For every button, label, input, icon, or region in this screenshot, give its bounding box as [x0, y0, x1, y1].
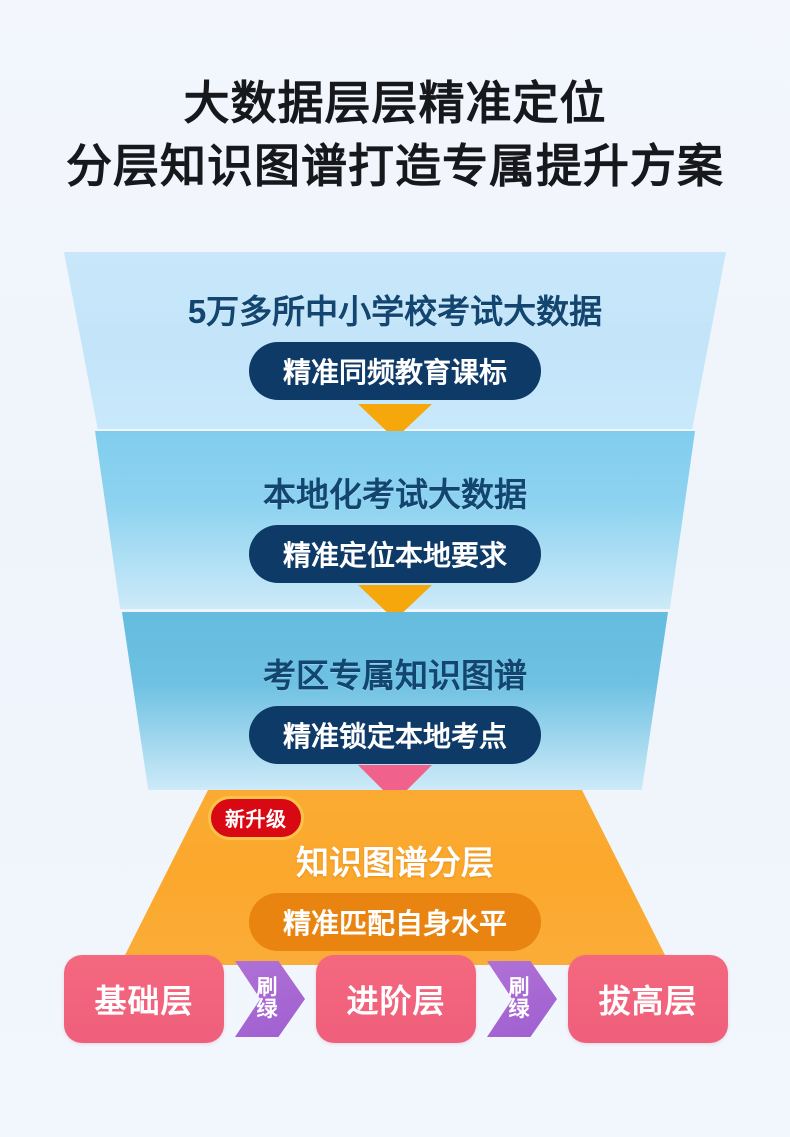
headline-line-2: 分层知识图谱打造专属提升方案	[66, 139, 724, 192]
funnel-layer-4: 新升级 知识图谱分层 精准匹配自身水平	[120, 790, 670, 965]
funnel-layer-1: 5万多所中小学校考试大数据 精准同频教育课标	[64, 252, 726, 429]
level-arrow-2-label: 刷绿	[508, 976, 530, 1021]
level-card-advanced[interactable]: 进阶层	[316, 955, 476, 1043]
level-card-elite[interactable]: 拔高层	[568, 955, 728, 1043]
level-arrow-1: 刷绿	[227, 955, 313, 1043]
level-cards-row: 基础层 刷绿 进阶层 刷绿 拔高层	[64, 955, 728, 1043]
level-card-basic[interactable]: 基础层	[64, 955, 224, 1043]
funnel-layer-2-pill: 精准定位本地要求	[248, 525, 541, 583]
new-upgrade-badge: 新升级	[208, 796, 304, 840]
funnel-layer-4-title: 知识图谱分层	[296, 844, 494, 881]
funnel-layer-2-title: 本地化考试大数据	[263, 476, 527, 513]
funnel-layer-2: 本地化考试大数据 精准定位本地要求	[95, 431, 695, 609]
funnel-layer-3: 考区专属知识图谱 精准锁定本地考点	[122, 612, 668, 790]
level-arrow-1-label: 刷绿	[256, 976, 278, 1021]
level-arrow-2: 刷绿	[479, 955, 565, 1043]
funnel-layer-1-title: 5万多所中小学校考试大数据	[187, 293, 603, 330]
funnel-layer-3-pill: 精准锁定本地考点	[248, 706, 541, 764]
funnel-layer-1-pill: 精准同频教育课标	[248, 342, 541, 400]
funnel-layer-4-pill: 精准匹配自身水平	[248, 893, 541, 951]
page-title: 大数据层层精准定位 分层知识图谱打造专属提升方案	[0, 72, 790, 197]
funnel-layer-3-title: 考区专属知识图谱	[263, 657, 527, 694]
headline-line-1: 大数据层层精准定位	[183, 77, 607, 129]
